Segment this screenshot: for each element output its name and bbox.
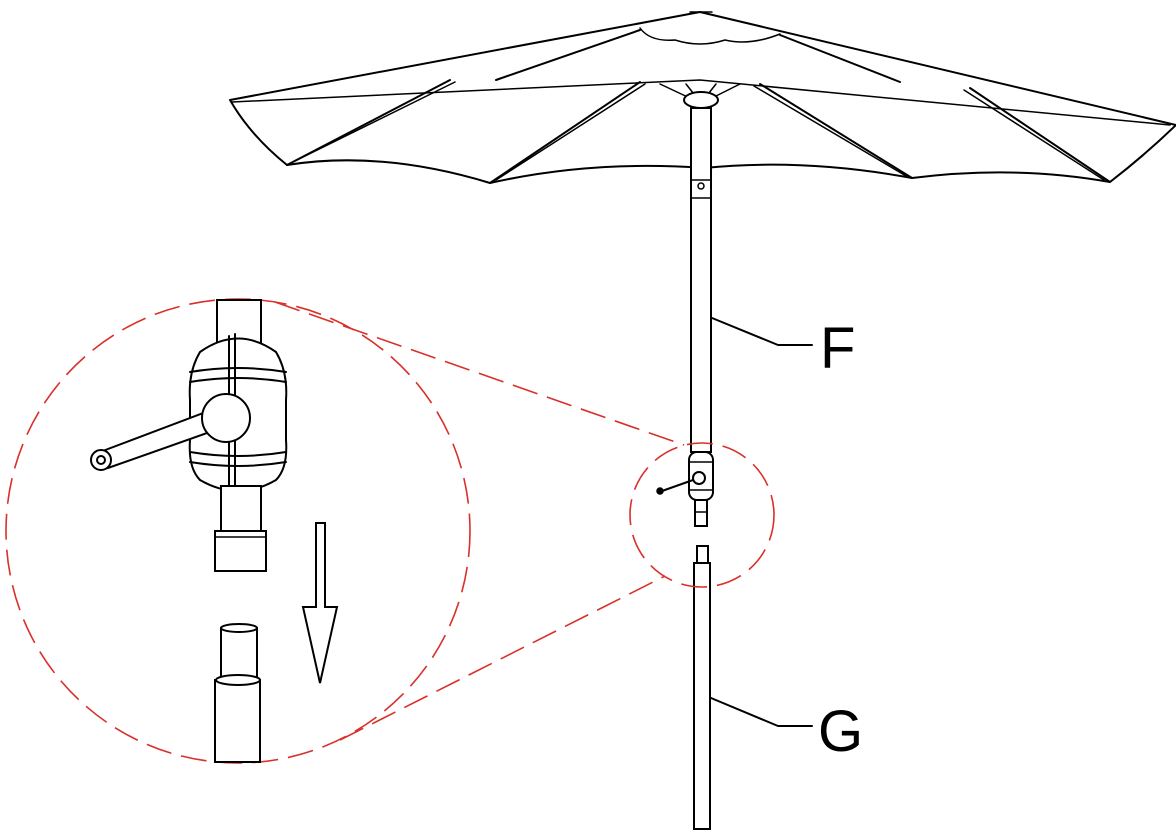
detail-connector-top — [274, 301, 685, 446]
detail-callout — [5, 298, 775, 764]
enlarged-crank-detail — [90, 299, 339, 763]
label-g: G — [818, 699, 863, 764]
small-detail-circle — [629, 442, 775, 588]
label-f: F — [820, 316, 855, 381]
detail-connector-bottom — [339, 575, 666, 741]
label-f-callout: F — [711, 316, 855, 381]
umbrella-canopy — [229, 11, 1176, 184]
lower-pole — [693, 545, 711, 830]
label-g-callout: G — [710, 697, 863, 764]
down-arrow-icon — [301, 522, 339, 684]
upper-pole — [656, 107, 714, 527]
